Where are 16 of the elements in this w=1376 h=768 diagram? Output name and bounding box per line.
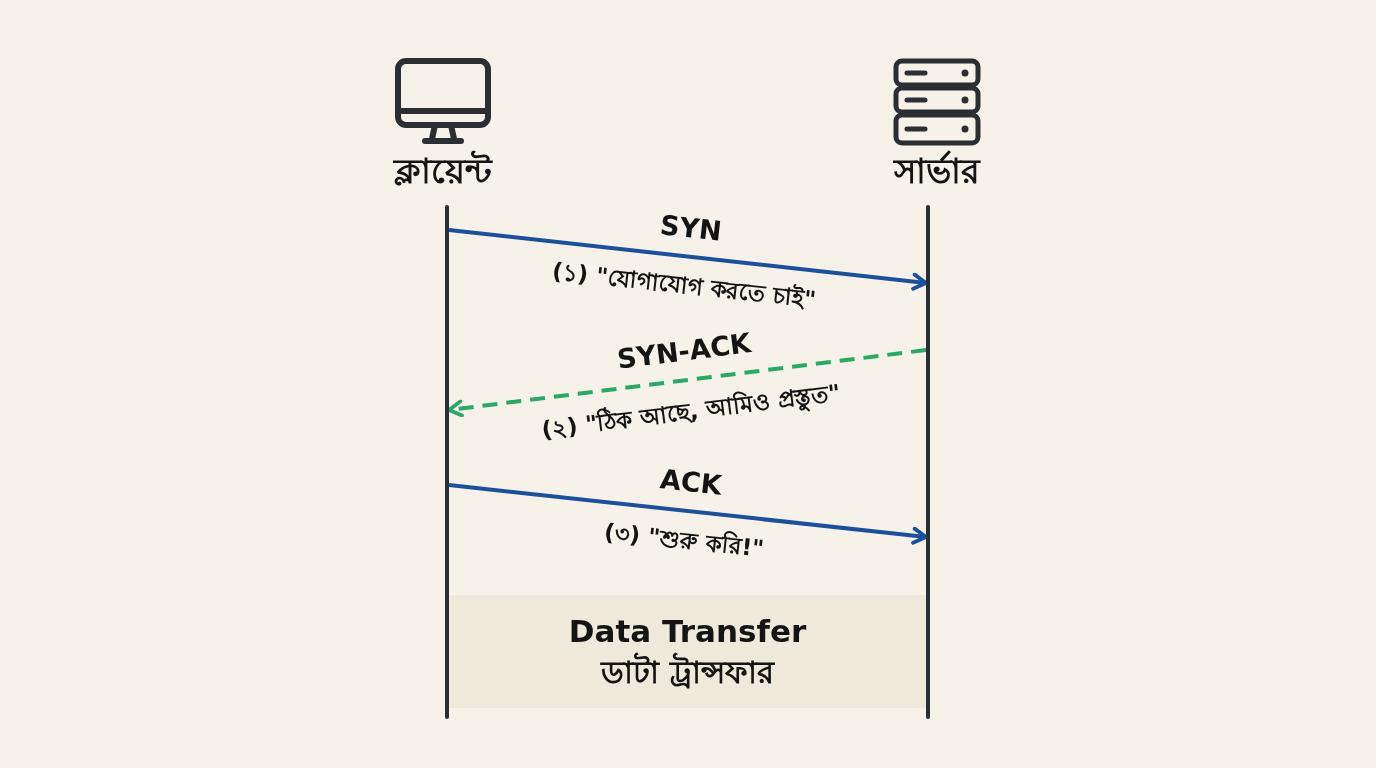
participant-name: ক্লায়েন্ট [394, 150, 492, 193]
arrow [448, 228, 928, 291]
band-heading: Data Transfer [568, 612, 807, 652]
phase-band [449, 595, 926, 708]
edge-caption: (২) "ঠিক আছে, আমিও প্রস্তুত" [540, 379, 843, 445]
edge-caption: (৩) "শুরু করি!" [602, 518, 766, 564]
lifeline [926, 205, 930, 719]
band-subheading: ডাটা ট্রান্সফার [601, 651, 774, 692]
arrow [447, 348, 927, 418]
lifeline [445, 205, 449, 719]
edge-label: SYN [658, 208, 723, 247]
participant-name: সার্ভার [894, 150, 980, 193]
arrow [448, 483, 928, 545]
edge-label: SYN-ACK [615, 327, 753, 375]
edge-caption: (১) "যোগাযোগ করতে চাই" [550, 257, 818, 315]
edge-label: ACK [658, 463, 723, 501]
